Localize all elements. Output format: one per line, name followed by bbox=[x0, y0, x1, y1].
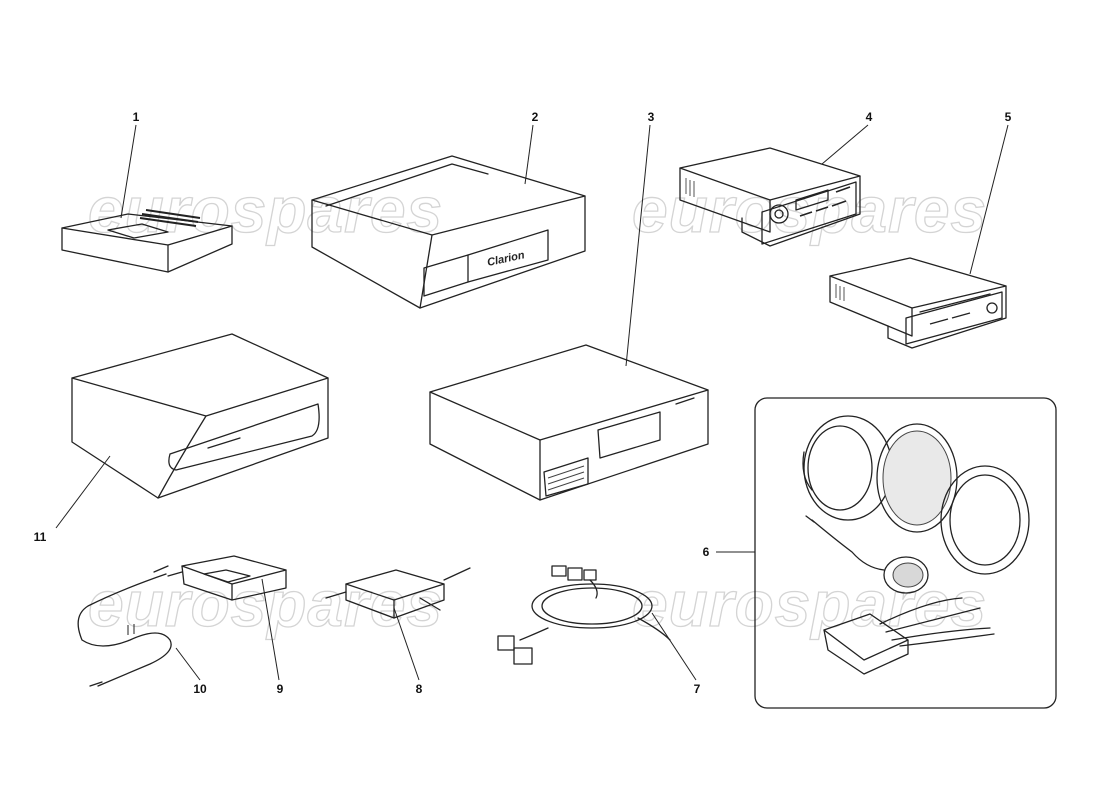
callout-7: 7 bbox=[694, 682, 701, 696]
callout-8: 8 bbox=[416, 682, 423, 696]
speaker-kit-icon[interactable] bbox=[754, 397, 1057, 709]
watermark-text: eurospares bbox=[88, 568, 443, 640]
watermark-text: eurospares bbox=[632, 174, 987, 246]
small-amplifier-icon[interactable] bbox=[61, 209, 233, 273]
callout-labels: 1 2 3 4 5 6 7 8 9 10 11 bbox=[34, 110, 1012, 696]
callout-6: 6 bbox=[703, 545, 710, 559]
callout-4: 4 bbox=[866, 110, 873, 124]
radio-cassette-unit-icon[interactable] bbox=[679, 147, 861, 247]
brand-label: Clarion bbox=[486, 249, 526, 269]
watermark-text: eurospares bbox=[632, 568, 987, 640]
callout-9: 9 bbox=[277, 682, 284, 696]
callout-1: 1 bbox=[133, 110, 140, 124]
callout-3: 3 bbox=[648, 110, 655, 124]
antenna-cable-icon[interactable] bbox=[77, 565, 172, 687]
cd-head-unit-icon[interactable] bbox=[829, 257, 1007, 349]
callout-2: 2 bbox=[532, 110, 539, 124]
callout-10: 10 bbox=[193, 682, 207, 696]
antenna-amplifier-icon[interactable] bbox=[167, 555, 287, 601]
cd-changer-unit-icon[interactable] bbox=[71, 333, 329, 499]
callout-11: 11 bbox=[34, 530, 47, 544]
callout-5: 5 bbox=[1005, 110, 1012, 124]
alpine-cd-changer-icon[interactable] bbox=[429, 344, 709, 501]
leader-lines bbox=[55, 124, 1009, 681]
